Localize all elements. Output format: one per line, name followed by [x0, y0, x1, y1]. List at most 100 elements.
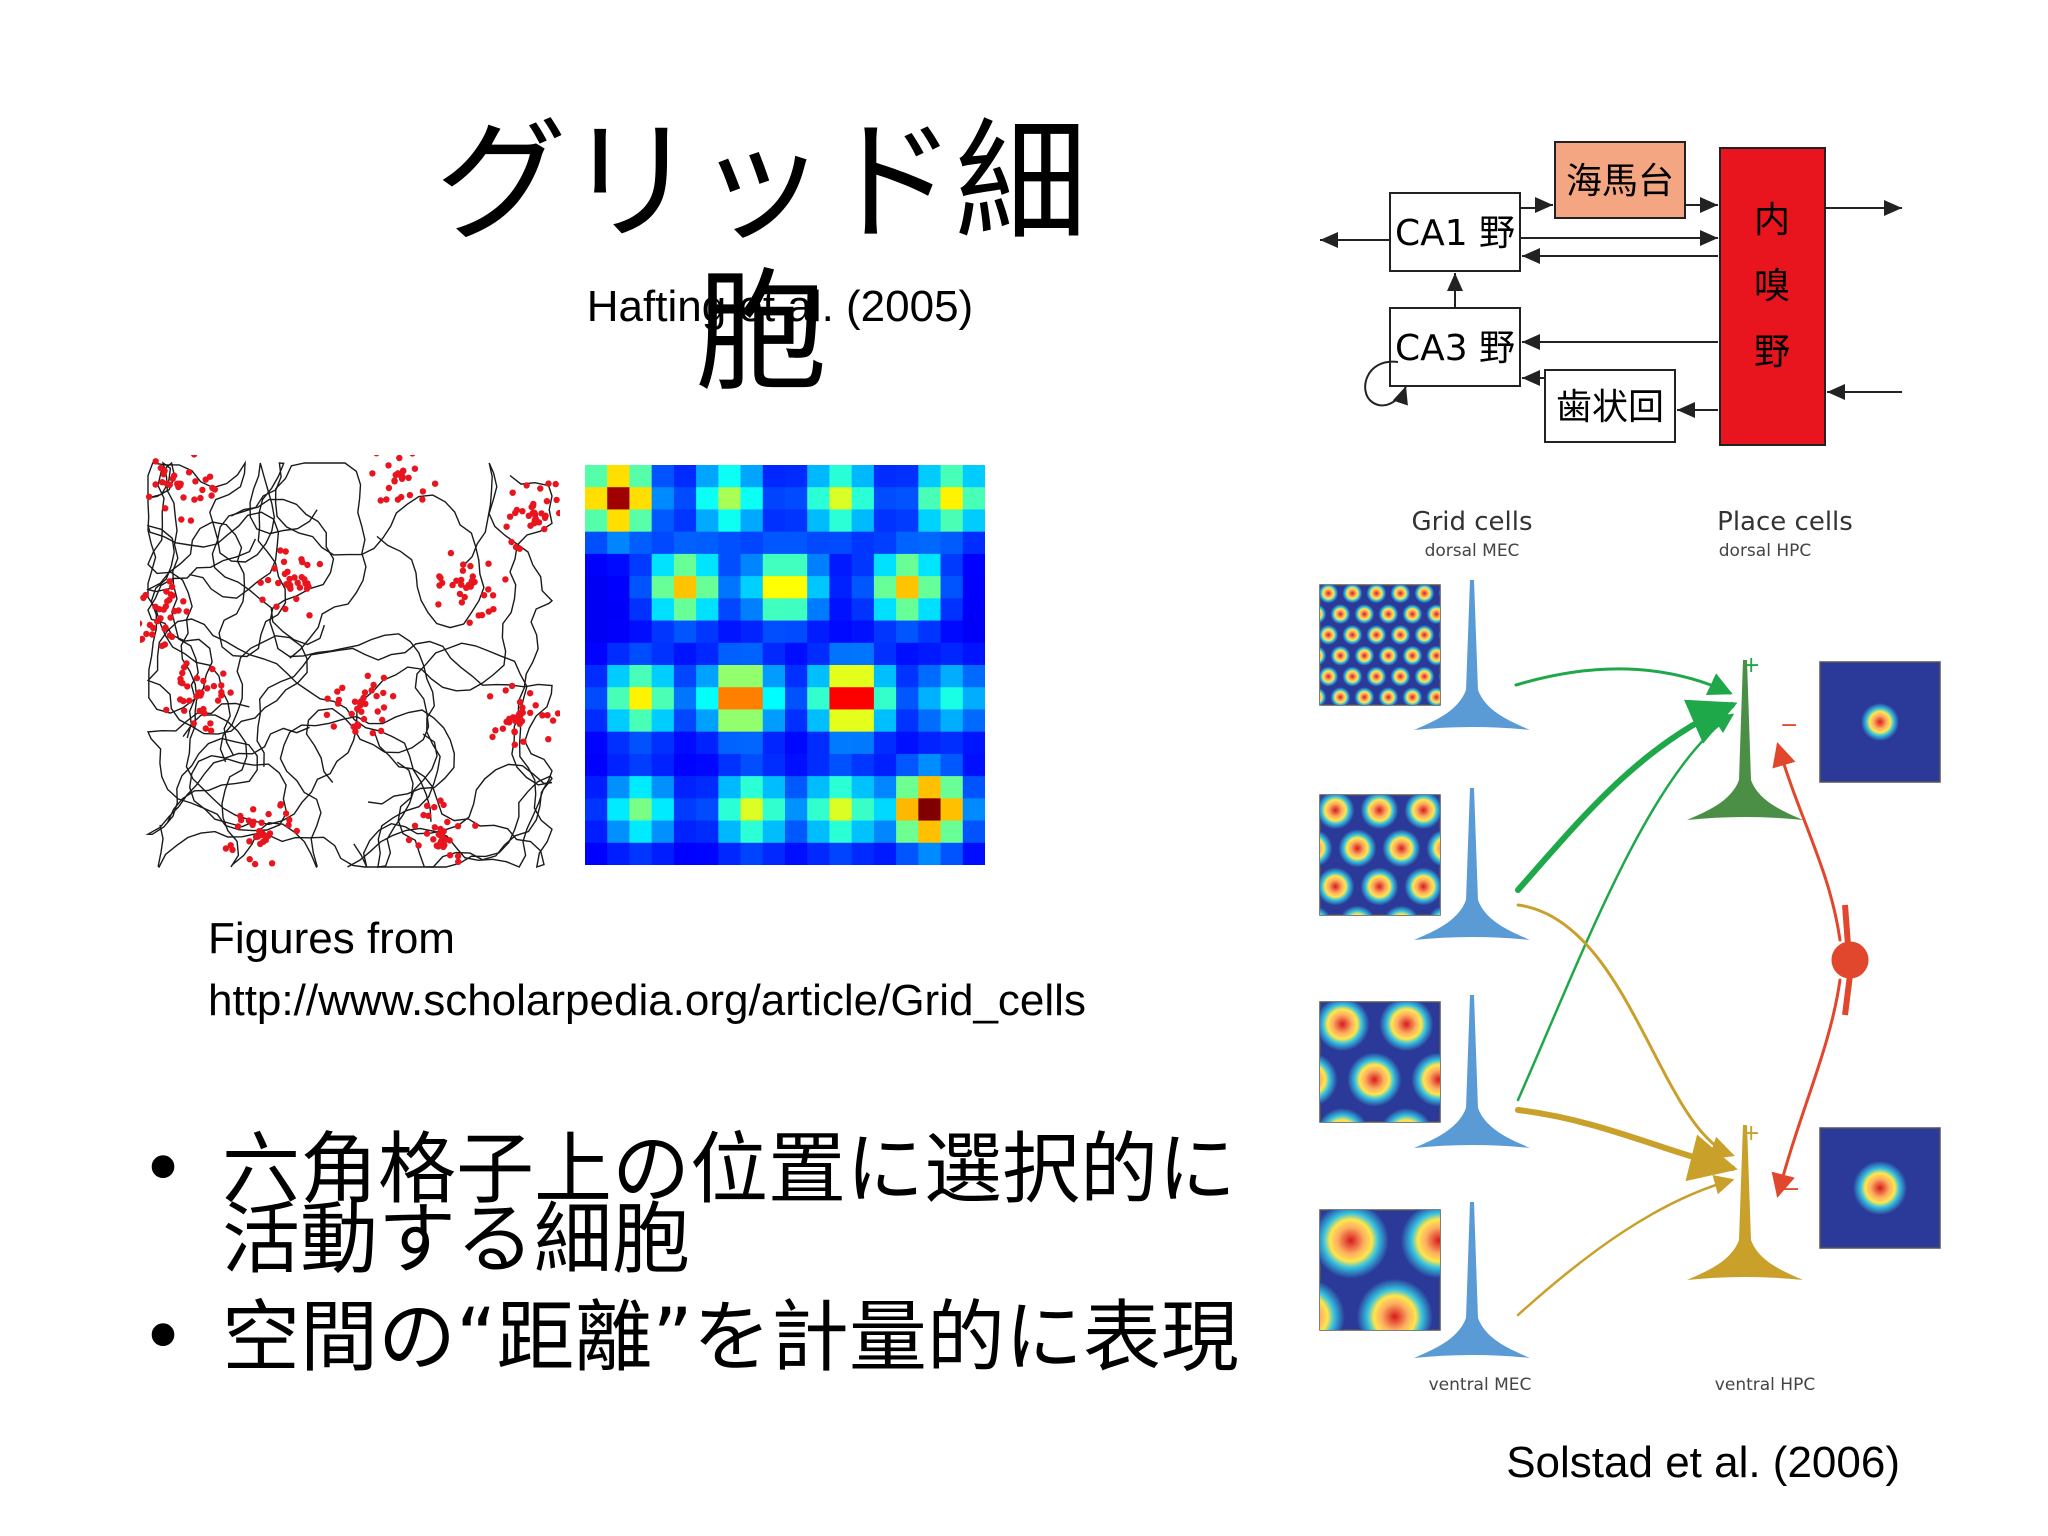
rate-map-cell: [585, 620, 608, 644]
rate-map-cell: [940, 465, 964, 488]
grid-field: [1402, 645, 1423, 666]
grid-field: [1378, 687, 1399, 705]
spike: [293, 827, 300, 835]
grid-field: [1300, 625, 1314, 645]
neuron-body: [1687, 1125, 1803, 1280]
spike: [519, 508, 526, 515]
rate-map-cell: [918, 798, 942, 822]
rate-map-cell: [629, 576, 653, 599]
rate-map-cell: [940, 842, 964, 865]
rate-map-cell: [807, 509, 830, 533]
spike: [180, 664, 188, 671]
spike: [257, 579, 264, 586]
place-cells-header: Place cells: [1717, 507, 1853, 537]
ca3-label: CA3 野: [1395, 328, 1515, 369]
rate-map-cell: [673, 776, 697, 799]
neuron-body: [1414, 1202, 1530, 1358]
rate-map-cell: [629, 598, 653, 622]
rate-map-cell: [629, 798, 653, 822]
connections: [1514, 667, 1842, 1317]
rate-map-cell: [696, 509, 719, 533]
rate-map-cell: [629, 620, 653, 644]
rate-map-cell: [785, 642, 808, 666]
rate-map-cell: [851, 820, 875, 844]
grid-rate-maps: [1300, 584, 1508, 1331]
spike: [187, 517, 195, 524]
rate-map-cell: [851, 798, 875, 822]
rate-map-cell: [851, 753, 875, 777]
rate-map-cell: [762, 687, 786, 710]
spike: [368, 687, 375, 694]
rate-map-cell: [873, 487, 897, 510]
rate-map-cell: [740, 753, 764, 777]
rate-map-cell: [718, 620, 742, 644]
spike: [142, 591, 149, 599]
spike: [169, 592, 176, 599]
grid-field: [1300, 753, 1332, 791]
rate-map-cell: [851, 842, 875, 865]
spike: [234, 823, 242, 830]
spike: [303, 585, 311, 592]
rate-map-cell: [962, 665, 985, 688]
grid-field: [1402, 687, 1423, 705]
rate-map-cell: [762, 576, 786, 599]
rate-map-cell: [740, 842, 764, 865]
rate-map-cell: [718, 487, 742, 510]
grid-field: [1300, 1126, 1345, 1202]
rate-map-cell: [651, 620, 675, 644]
rate-map-cell: [762, 620, 786, 644]
grid-field: [1382, 829, 1421, 868]
rate-map-cell: [762, 753, 786, 777]
rate-map-cell: [718, 776, 742, 799]
rate-map-cell: [785, 820, 808, 844]
rate-map-cell: [851, 487, 875, 510]
spike: [425, 812, 432, 819]
rate-map-cell: [651, 642, 675, 666]
spike: [380, 674, 388, 681]
spike: [541, 525, 548, 533]
place-cell-neurons: [1687, 660, 1803, 1280]
spike: [440, 828, 447, 835]
rate-map-cell: [940, 776, 964, 799]
grid-field: [1378, 604, 1399, 625]
rate-map-cell: [940, 598, 964, 622]
spike: [552, 480, 559, 488]
spike: [218, 682, 225, 689]
spike: [351, 698, 359, 705]
rate-map-cell: [740, 598, 764, 622]
spike: [246, 856, 253, 863]
rate-map-cell: [851, 776, 875, 799]
spike: [190, 455, 198, 458]
spike: [285, 822, 292, 829]
rate-map-cell: [651, 776, 675, 799]
rate-map-cell: [940, 665, 964, 688]
subiculum-box: [1554, 141, 1686, 219]
rate-map-cell: [740, 665, 764, 688]
spike: [472, 822, 479, 829]
rate-map-cell: [785, 665, 808, 688]
rate-map-cell: [918, 598, 942, 622]
rate-map-cell: [607, 731, 630, 755]
grid-field: [1320, 906, 1330, 915]
spike: [197, 494, 204, 502]
spike: [323, 711, 331, 718]
rate-map-cell: [940, 576, 964, 599]
spike: [545, 480, 552, 487]
grid-field: [1470, 753, 1508, 791]
grid-field: [1342, 624, 1363, 645]
rate-map-cell: [607, 620, 630, 644]
grid-field: [1360, 867, 1399, 906]
spike: [370, 681, 377, 689]
rate-map-cell: [740, 487, 764, 510]
rate-map-cell: [651, 509, 675, 533]
rate-map-cell: [651, 665, 675, 688]
rate-map-cell: [718, 465, 742, 488]
spike: [265, 810, 272, 818]
rate-map-cell: [696, 531, 719, 555]
grid-field: [1411, 1052, 1440, 1107]
rate-map-cell: [673, 620, 697, 644]
circuit-arrows: [1320, 197, 1902, 418]
rate-map-cell: [673, 665, 697, 688]
spike: [541, 514, 549, 521]
rate-map-cell: [785, 842, 808, 865]
